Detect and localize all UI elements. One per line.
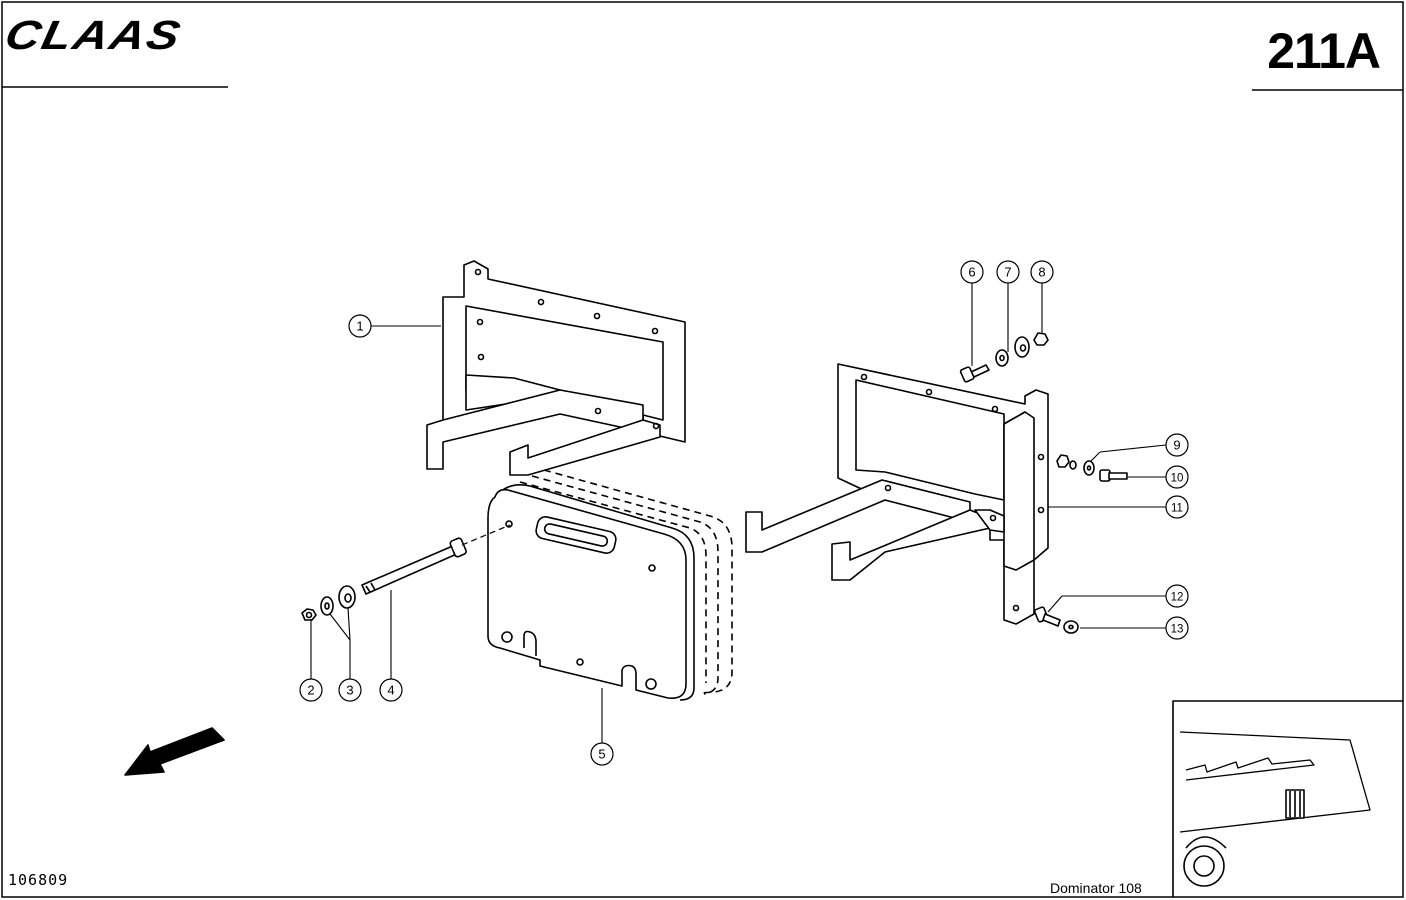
callout-2: 2 — [299, 678, 323, 702]
model-name: Dominator 108 — [1050, 880, 1142, 896]
left-bracket — [426, 260, 686, 476]
callout-4: 4 — [379, 678, 403, 702]
page-code: 211A — [1267, 23, 1381, 79]
direction-arrow — [124, 727, 225, 776]
callout-label: 2 — [307, 683, 314, 698]
right-bracket — [745, 363, 1049, 625]
location-inset — [1172, 700, 1403, 897]
side-fasteners — [1056, 454, 1128, 482]
callout-label: 13 — [1171, 624, 1184, 636]
callout-label: 10 — [1171, 473, 1184, 485]
callout-3: 3 — [338, 678, 362, 702]
callout-8: 8 — [1030, 260, 1054, 284]
callout-10: 10 — [1165, 465, 1189, 489]
callout-label: 6 — [968, 265, 975, 280]
callout-label: 9 — [1173, 438, 1180, 453]
callout-label: 5 — [598, 747, 605, 762]
callout-13: 13 — [1165, 616, 1189, 640]
callout-6: 6 — [960, 260, 984, 284]
callout-7: 7 — [996, 260, 1020, 284]
left-fasteners — [301, 585, 356, 621]
drawing-number: 106809 — [8, 871, 69, 889]
long-bolt — [361, 524, 511, 595]
top-fasteners — [959, 332, 1049, 383]
callout-1: 1 — [348, 314, 372, 338]
callout-label: 12 — [1171, 592, 1184, 604]
callout-label: 1 — [356, 319, 363, 334]
leader-lines — [310, 283, 1167, 743]
callout-11: 11 — [1165, 495, 1189, 519]
callout-label: 7 — [1004, 265, 1011, 280]
lower-fasteners — [1033, 606, 1079, 634]
callout-label: 11 — [1171, 503, 1183, 515]
callout-label: 4 — [387, 683, 394, 698]
callout-9: 9 — [1165, 433, 1189, 457]
callout-label: 8 — [1038, 265, 1045, 280]
callout-5: 5 — [590, 742, 614, 766]
callout-label: 3 — [346, 683, 353, 698]
ballast-weight — [487, 469, 733, 701]
callout-12: 12 — [1165, 584, 1189, 608]
